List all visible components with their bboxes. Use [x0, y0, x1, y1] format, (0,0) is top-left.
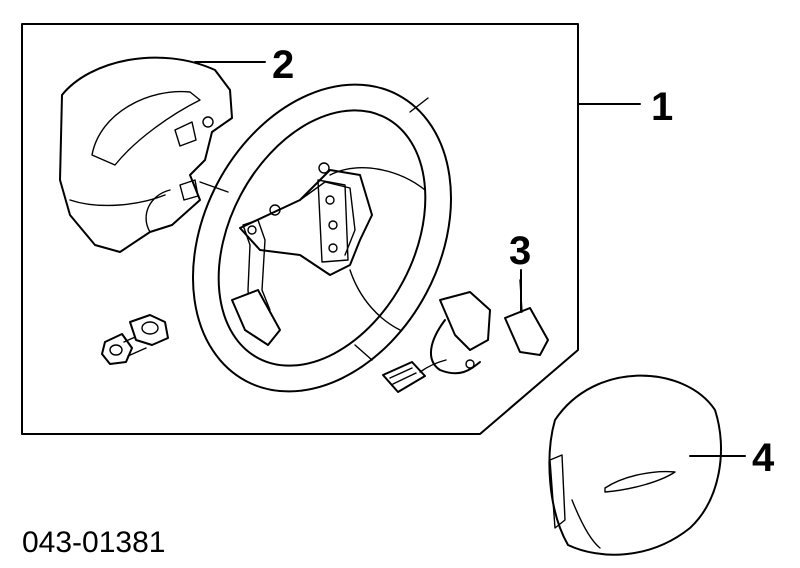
callout-2: 2 [272, 43, 294, 87]
callout-4: 4 [752, 436, 775, 480]
callout-1: 1 [651, 85, 673, 129]
fastener-parts [101, 314, 169, 365]
callout-3: 3 [509, 229, 531, 273]
switch-assembly-part [382, 279, 549, 393]
assembly-frame [21, 23, 579, 435]
airbag-module-part [548, 374, 722, 556]
rear-cover-part [59, 56, 233, 253]
part-number: 043-01381 [22, 526, 165, 559]
steering-wheel-part [192, 83, 452, 393]
